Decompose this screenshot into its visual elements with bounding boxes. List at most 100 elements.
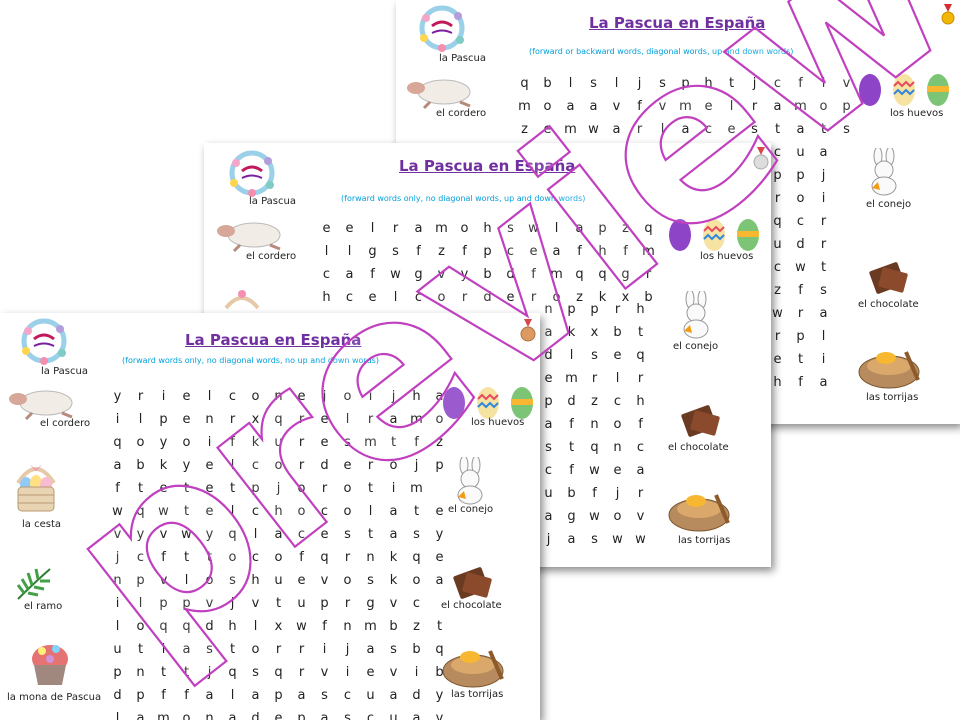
grid-letter: q <box>636 348 645 363</box>
grid-letter: e <box>544 371 553 386</box>
grid-letter: o <box>274 458 283 473</box>
grid-letter: c <box>345 290 354 305</box>
grid-letter: c <box>320 504 329 519</box>
grid-letter: q <box>435 642 444 657</box>
grid-letter: a <box>389 412 398 427</box>
grid-letter: s <box>206 642 213 657</box>
grid-letter: q <box>773 214 782 229</box>
label-el-cordero: el cordero <box>436 108 487 119</box>
grid-letter: s <box>344 711 351 720</box>
grid-letter: v <box>113 527 122 542</box>
grid-letter: f <box>462 244 467 259</box>
grid-letter: c <box>773 145 782 160</box>
grid-letter: q <box>228 527 237 542</box>
grid-letter: n <box>205 711 214 720</box>
grid-letter: j <box>345 642 350 657</box>
grid-letter: b <box>412 642 421 657</box>
worksheet-subtitle: (forward words only, no diagonal words, … <box>341 194 586 203</box>
label-la-pascua: la Pascua <box>439 53 486 64</box>
grid-letter: o <box>437 290 446 305</box>
grid-letter: e <box>205 504 214 519</box>
grid-letter: o <box>182 435 191 450</box>
grid-letter: a <box>435 573 444 588</box>
torrijas-icon <box>858 351 920 389</box>
basket-icon <box>224 290 260 310</box>
grid-letter: h <box>704 76 713 91</box>
grid-letter: e <box>297 389 306 404</box>
grid-letter: a <box>589 99 598 114</box>
grid-letter: s <box>591 348 598 363</box>
grid-letter: i <box>161 389 166 404</box>
label-el-ramo: el ramo <box>24 601 63 612</box>
grid-letter: h <box>598 244 607 259</box>
grid-letter: s <box>659 76 666 91</box>
grid-letter: l <box>729 99 734 114</box>
grid-letter: r <box>774 329 781 344</box>
grid-letter: q <box>590 440 599 455</box>
grid-letter: p <box>136 688 145 703</box>
lamb-icon <box>217 222 281 253</box>
palm-branch-icon <box>16 568 51 600</box>
grid-letter: p <box>796 329 805 344</box>
grid-letter: g <box>621 267 630 282</box>
grid-letter: c <box>136 550 145 565</box>
grid-letter: c <box>366 711 375 720</box>
grid-letter: v <box>389 596 398 611</box>
bunny-icon <box>871 148 897 196</box>
grid-letter: l <box>568 76 573 91</box>
grid-letter: l <box>569 348 574 363</box>
grid-letter: e <box>529 244 538 259</box>
grid-letter: l <box>230 504 235 519</box>
grid-letter: e <box>435 550 444 565</box>
grid-letter: y <box>205 527 214 542</box>
grid-letter: d <box>544 348 553 363</box>
grid-letter: a <box>228 711 237 720</box>
grid-letter: g <box>368 244 377 259</box>
grid-letter: r <box>614 302 621 317</box>
grid-letter: j <box>230 596 235 611</box>
grid-letter: d <box>113 688 122 703</box>
happy-easter-wreath-icon <box>21 318 67 365</box>
grid-letter: w <box>772 306 783 321</box>
grid-letter: d <box>506 267 515 282</box>
grid-letter: h <box>412 389 421 404</box>
grid-letter: t <box>183 550 190 565</box>
grid-letter: a <box>389 527 398 542</box>
grid-letter: r <box>392 221 399 236</box>
grid-letter: s <box>507 221 514 236</box>
grid-letter: o <box>819 99 828 114</box>
grid-letter: v <box>251 596 260 611</box>
grid-letter: r <box>637 486 644 501</box>
grid-letter: r <box>820 237 827 252</box>
label-el-cordero: el cordero <box>40 418 91 429</box>
grid-letter: e <box>773 352 782 367</box>
grid-letter: m <box>364 435 377 450</box>
grid-letter: e <box>182 389 191 404</box>
grid-letter: o <box>136 619 145 634</box>
grid-letter: t <box>137 642 144 657</box>
grid-letter: p <box>182 596 191 611</box>
grid-letter: i <box>322 642 327 657</box>
label-la-pascua: la Pascua <box>41 366 88 377</box>
grid-letter: a <box>182 642 191 657</box>
grid-letter: y <box>435 711 444 720</box>
grid-letter: g <box>366 596 375 611</box>
grid-letter: r <box>591 371 598 386</box>
grid-letter: y <box>113 389 122 404</box>
grid-letter: k <box>598 290 607 305</box>
grid-letter: l <box>115 619 120 634</box>
gold-medal-icon <box>941 4 955 25</box>
